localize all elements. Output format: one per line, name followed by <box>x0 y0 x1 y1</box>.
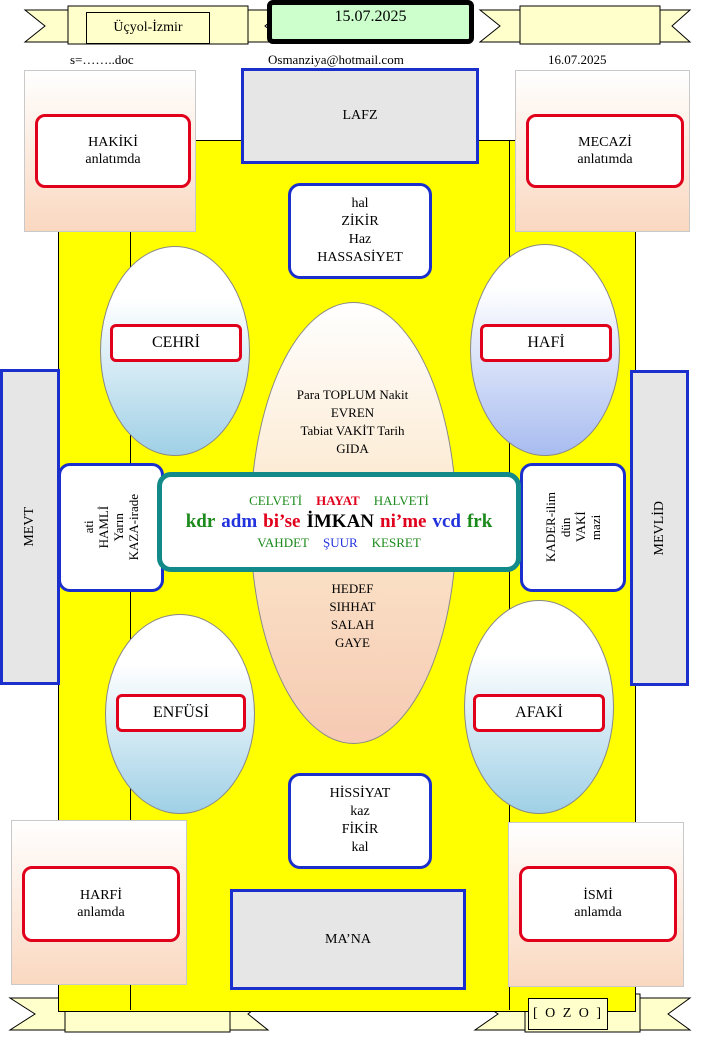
mecazi-sub: anlatımda <box>577 152 633 167</box>
kaza-box: ati HAMLİ Yarın KAZA-irade <box>58 463 164 592</box>
kaza-line-2: HAMLİ <box>96 506 111 549</box>
mevlid-box: MEVLİD <box>630 370 689 686</box>
harfi-sub: anlamda <box>77 905 125 920</box>
kdr-text: kdr <box>185 511 216 532</box>
oval-bottom-line-1: HEDEF <box>331 581 374 596</box>
fikir-line-3: FİKİR <box>341 822 379 837</box>
header-left-banner: Üçyol-İzmir <box>86 12 210 44</box>
afaki-label-box: AFAKİ <box>473 694 605 732</box>
header-left-label: Üçyol-İzmir <box>113 20 183 35</box>
kader-line-3: VAKİ <box>573 512 588 543</box>
date-label: 15.07.2025 <box>334 8 407 25</box>
banner-top-right-shape <box>478 5 692 45</box>
mevt-label: MEVT <box>22 507 37 547</box>
ismi-box: İSMİ anlamda <box>519 866 677 942</box>
main-row-3: VAHDET ŞUUR KESRET <box>257 535 421 551</box>
oval-top-line-4: GIDA <box>336 441 369 456</box>
right-date: 16.07.2025 <box>548 52 607 67</box>
kesret-text: KESRET <box>371 535 421 550</box>
kader-line-2: dün <box>558 517 573 538</box>
enfusi-label: ENFÜSİ <box>152 704 209 721</box>
hakiki-sub: anlatımda <box>85 152 141 167</box>
hayat-text: HAYAT <box>316 493 360 508</box>
date-box: 15.07.2025 <box>267 0 474 44</box>
zikir-line-4: HASSASİYET <box>317 250 403 265</box>
ozo-label: [ O Z O ] <box>532 1006 604 1021</box>
hakiki-title: HAKİKİ <box>88 135 138 150</box>
hafi-label: HAFİ <box>527 334 565 351</box>
frk-text: frk <box>466 511 493 532</box>
mana-box: MA’NA <box>230 889 466 990</box>
nime-text: ni’me <box>380 511 427 532</box>
mecazi-title: MECAZİ <box>578 135 632 150</box>
adm-text: adm <box>221 511 258 532</box>
harfi-box: HARFİ anlamda <box>22 866 180 942</box>
kader-box: KADER-ilim dün VAKİ mazi <box>520 463 626 592</box>
mevlid-label: MEVLİD <box>651 500 667 556</box>
kader-text: KADER-ilim dün VAKİ mazi <box>543 492 603 562</box>
oval-top-line-2: EVREN <box>330 405 375 420</box>
zikir-line-3: Haz <box>348 232 372 247</box>
ismi-title: İSMİ <box>583 888 613 903</box>
fikir-line-2: kaz <box>350 804 370 819</box>
kader-line-1: KADER-ilim <box>543 492 558 563</box>
fikir-line-1: HİSSİYAT <box>329 786 391 801</box>
kaza-text: ati HAMLİ Yarın KAZA-irade <box>81 494 141 560</box>
vahdet-text: VAHDET <box>257 535 309 550</box>
center-oval-bottom-text: HEDEF SIHHAT SALAH GAYE <box>250 580 455 652</box>
lafz-box: LAFZ <box>241 68 479 164</box>
main-row-1: CELVETİ HAYAT HALVETİ <box>249 493 429 509</box>
zikir-line-2: ZİKİR <box>341 214 379 229</box>
imkan-box: CELVETİ HAYAT HALVETİ kdr adm bi’se İMKA… <box>157 472 521 572</box>
fikir-line-4: kal <box>351 840 369 855</box>
enfusi-label-box: ENFÜSİ <box>116 694 246 732</box>
oval-bottom-line-3: SALAH <box>330 617 375 632</box>
ozo-box: [ O Z O ] <box>528 998 608 1030</box>
kaza-line-3: Yarın <box>111 513 126 542</box>
harfi-title: HARFİ <box>79 888 122 903</box>
oval-bottom-line-4: GAYE <box>335 635 370 650</box>
kader-line-4: mazi <box>588 514 603 541</box>
mevt-box: MEVT <box>0 369 60 685</box>
cehri-label-box: CEHRİ <box>110 324 242 362</box>
ismi-sub: anlamda <box>574 905 622 920</box>
oval-bottom-line-2: SIHHAT <box>329 599 376 614</box>
suur-text: ŞUUR <box>322 535 358 550</box>
oval-top-line-1: Para TOPLUM Nakit <box>296 387 409 402</box>
celveti-text: CELVETİ <box>249 493 303 508</box>
vcd-text: vcd <box>432 511 461 532</box>
kaza-line-1: ati <box>81 521 96 534</box>
fikir-box: HİSSİYAT kaz FİKİR kal <box>288 773 432 869</box>
hafi-label-box: HAFİ <box>480 324 612 362</box>
afaki-label: AFAKİ <box>515 704 563 721</box>
email: Osmanziya@hotmail.com <box>268 52 404 67</box>
mana-label: MA’NA <box>325 931 371 947</box>
zikir-box: hal ZİKİR Haz HASSASİYET <box>288 183 432 279</box>
oval-top-line-3: Tabiat VAKİT Tarih <box>300 423 405 438</box>
kaza-line-4: KAZA-irade <box>126 494 141 561</box>
hakiki-box: HAKİKİ anlatımda <box>35 114 191 188</box>
file-name: s=……..doc <box>70 52 134 67</box>
main-row-2: kdr adm bi’se İMKAN ni’me vcd frk <box>186 511 493 533</box>
cehri-label: CEHRİ <box>152 334 200 351</box>
center-oval-top-text: Para TOPLUM Nakit EVREN Tabiat VAKİT Tar… <box>250 386 455 458</box>
zikir-line-1: hal <box>351 196 369 211</box>
halveti-text: HALVETİ <box>373 493 429 508</box>
mecazi-box: MECAZİ anlatımda <box>526 114 684 188</box>
lafz-label: LAFZ <box>342 108 378 123</box>
imkan-text: İMKAN <box>306 511 375 532</box>
bise-text: bi’se <box>263 511 301 532</box>
